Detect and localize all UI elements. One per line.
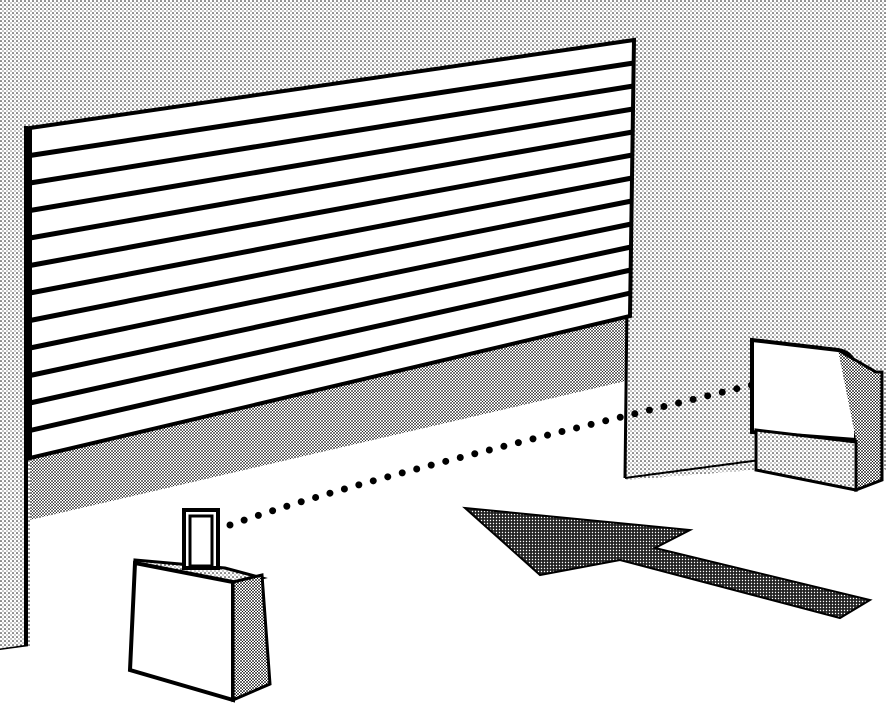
receiver-sensor [750,337,884,493]
door-slat-line [29,290,631,433]
left-door-jamb [0,120,30,660]
safety-beam-dotted [226,368,809,529]
door-slat-line [29,129,634,241]
door-slat-line [29,175,633,296]
door-slat-line [29,198,633,323]
door-slats [29,60,635,433]
direction-arrow [462,506,873,620]
transmitter-sensor [127,508,272,703]
door-slat-line [29,106,634,213]
door-opening-shadow [30,316,630,600]
door-slat-line [29,83,634,186]
garage-door [28,37,637,461]
door-slat-line [29,221,632,351]
door-slat-line [29,267,632,406]
door-slat-line [29,152,633,268]
door-slat-line [29,60,635,158]
door-slat-line [29,244,632,378]
